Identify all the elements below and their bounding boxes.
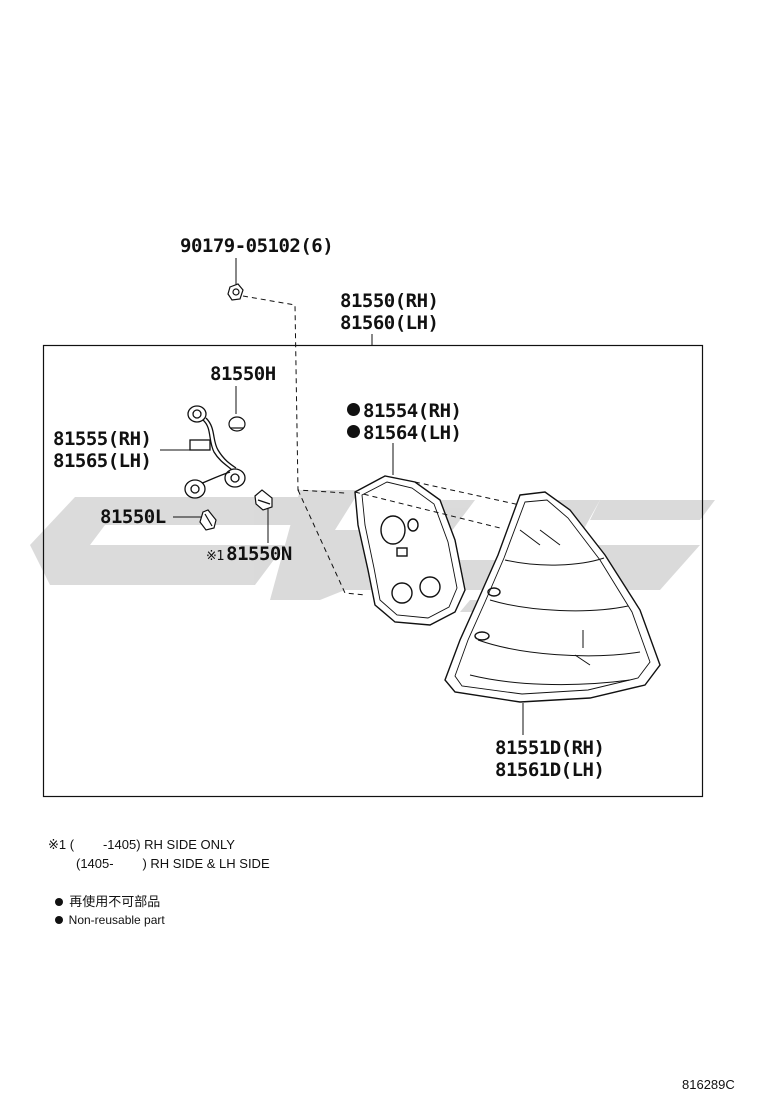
dashed-guide-top (354, 491, 501, 529)
part-label-gasket-rh-wrap: 81554(RH) (347, 400, 462, 422)
dashed-guide-left (297, 489, 366, 596)
part-label-assembly-lh: 81560(LH) (340, 312, 439, 334)
part-label-gasket-rh: 81554(RH) (363, 400, 462, 422)
non-reusable-dot-icon (55, 897, 64, 906)
part-label-socket: 81550H (210, 363, 276, 385)
bulb-n-icon (254, 489, 273, 543)
note-mark: ※1 (206, 549, 225, 564)
non-reusable-dot-icon (347, 425, 360, 438)
part-label-wire-lh: 81565(LH) (53, 450, 152, 472)
note-line-1: ※1 ( -1405) RH SIDE ONLY (48, 837, 235, 852)
dashed-bolt-path (242, 295, 346, 494)
part-label-wire-rh: 81555(RH) (53, 428, 152, 450)
part-label-lens-rh: 81551D(RH) (495, 737, 605, 759)
part-label-gasket-lh-wrap: 81564(LH) (347, 422, 462, 444)
wire-harness-icon (160, 405, 246, 499)
diagram-code: 816289C (682, 1077, 735, 1092)
part-label-bulb-n: 81550N (226, 543, 292, 565)
non-reusable-dot-icon (347, 403, 360, 416)
note-line-2: (1405- ) RH SIDE & LH SIDE (76, 856, 270, 871)
part-label-gasket-lh: 81564(LH) (363, 422, 462, 444)
non-reusable-dot-icon (54, 915, 63, 924)
assembly-frame (42, 344, 704, 798)
bulb-l-icon (173, 509, 217, 531)
gasket-icon (354, 443, 466, 626)
socket-icon (228, 386, 246, 432)
bolt-icon (227, 258, 244, 301)
tail-lamp-lens-icon (444, 491, 661, 703)
note-nonreusable-en-wrap: Non-reusable part (48, 896, 165, 928)
note-nonreusable-jp: 再使用不可部品 (69, 894, 161, 909)
part-label-bolt: 90179-05102(6) (180, 235, 334, 257)
note-nonreusable-en: Non-reusable part (68, 913, 165, 927)
part-label-bulb-l: 81550L (100, 506, 166, 528)
note-nonreusable-jp-wrap: 再使用不可部品 (48, 878, 160, 910)
part-label-lens-lh: 81561D(LH) (495, 759, 605, 781)
part-label-assembly-rh: 81550(RH) (340, 290, 439, 312)
